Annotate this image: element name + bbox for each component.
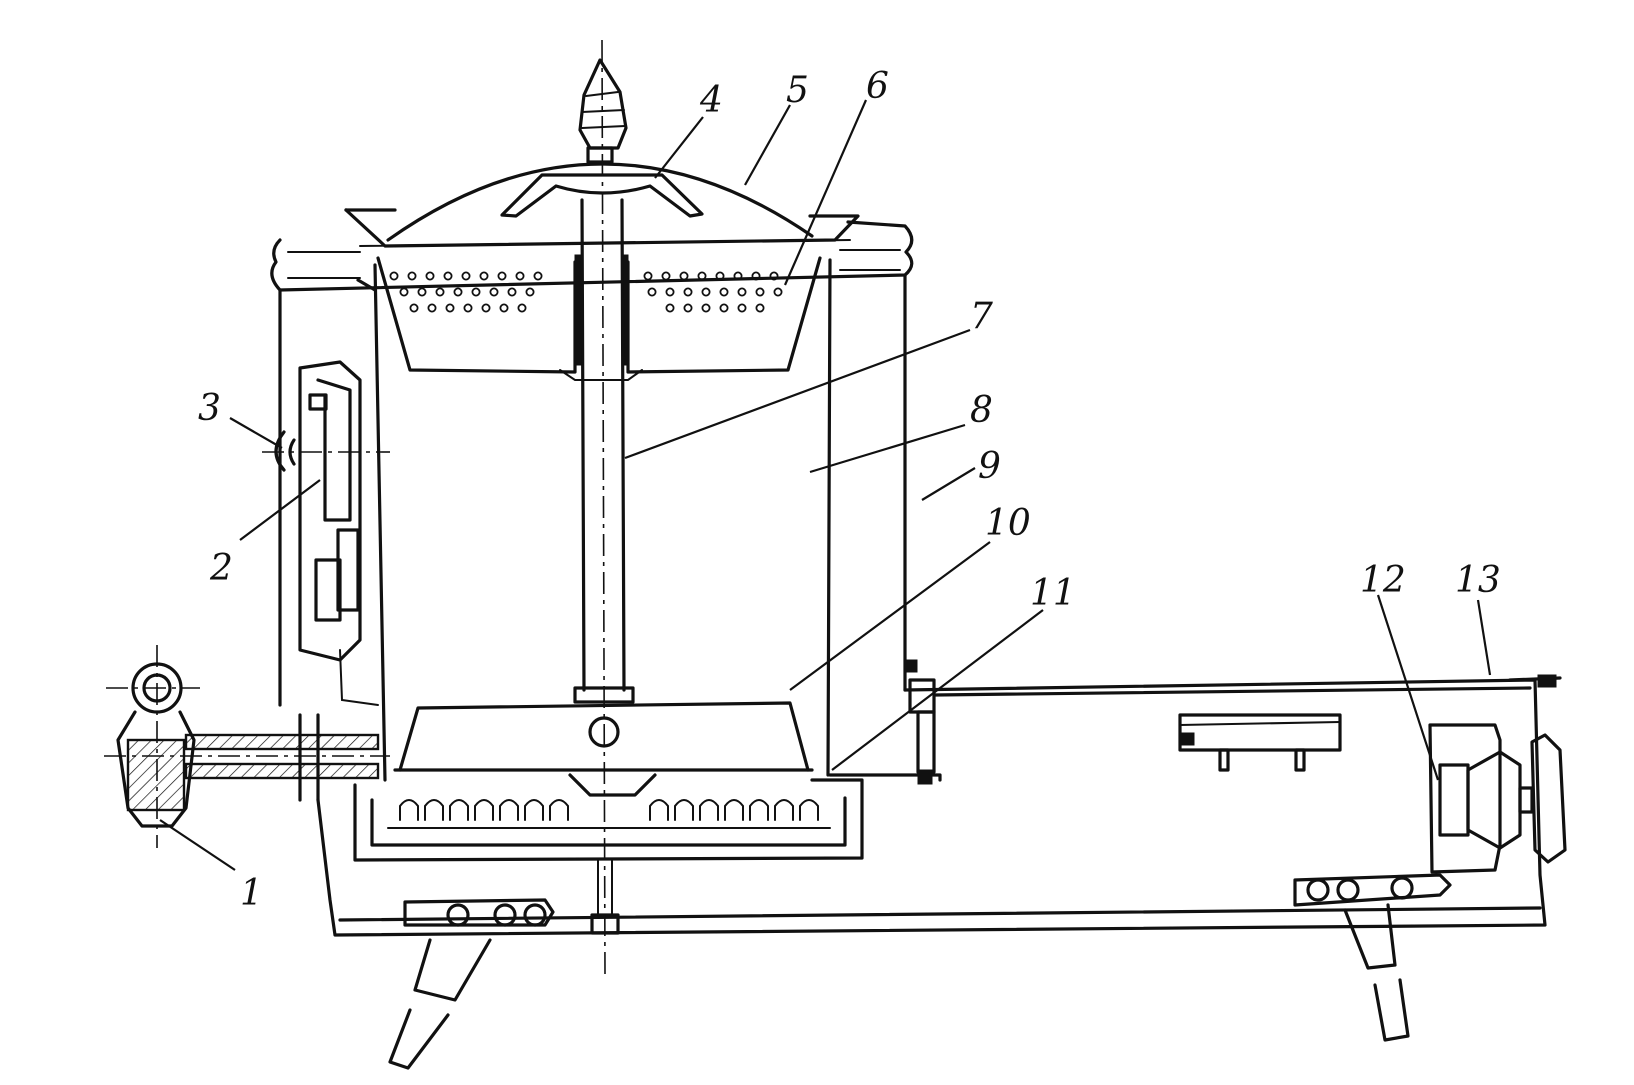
motor-housing-base (316, 674, 1562, 937)
basket-hole (661, 271, 671, 281)
heater-coil (649, 799, 669, 821)
leader-lines (159, 99, 1492, 871)
basket-hole (719, 287, 729, 297)
basket-hole (679, 271, 689, 281)
basket-hole (463, 303, 473, 313)
basket-hole (701, 287, 711, 297)
basket-hole (517, 303, 527, 313)
perforated-basket (376, 254, 822, 381)
basket-hole (407, 271, 417, 281)
basket-hole (701, 303, 711, 313)
basket-hole (435, 287, 445, 297)
right-leg (1293, 873, 1452, 1042)
basket-hole (445, 303, 455, 313)
basket-hole (647, 287, 657, 297)
basket-hole (489, 287, 499, 297)
callout-12: 12 (1360, 560, 1406, 601)
callout-2: 2 (209, 548, 233, 589)
basket-hole (751, 271, 761, 281)
basket-hole (737, 303, 747, 313)
callout-10: 10 (985, 503, 1031, 544)
callout-labels: 1 2 3 4 5 6 7 8 9 10 11 12 13 (198, 66, 1501, 914)
center-axis-lines (104, 39, 606, 976)
basket-hole (683, 287, 693, 297)
basket-hole (683, 303, 693, 313)
basket-hole (479, 271, 489, 281)
heater-coil (449, 799, 469, 821)
heater-coil (549, 799, 569, 821)
mounting-bracket (1178, 713, 1342, 772)
drain-pipe (184, 713, 380, 802)
basket-hole (533, 271, 543, 281)
callout-3: 3 (198, 388, 221, 429)
basket-hole (453, 287, 463, 297)
callout-5: 5 (786, 70, 809, 111)
lid (344, 162, 860, 248)
basket-hole (525, 287, 535, 297)
heater-coil (399, 799, 419, 821)
basket-hole (443, 271, 453, 281)
callout-4: 4 (699, 80, 723, 121)
callout-6: 6 (866, 66, 889, 107)
heater-coil (674, 799, 694, 821)
basket-hole (665, 303, 675, 313)
callout-7: 7 (970, 296, 993, 337)
basket-hole (427, 303, 437, 313)
heater-coil (524, 799, 544, 821)
callout-8: 8 (970, 390, 993, 431)
heater-coil (774, 799, 794, 821)
basket-hole (389, 271, 399, 281)
heater-coil (474, 799, 494, 821)
agitator-cap (500, 173, 704, 218)
outer-housing (270, 220, 914, 707)
basket-hole (755, 287, 765, 297)
basket-hole (737, 287, 747, 297)
callout-11: 11 (1030, 573, 1076, 614)
basket-hole (733, 271, 743, 281)
basket-hole (715, 271, 725, 281)
basket-holes (389, 271, 783, 313)
heater-coils (399, 799, 819, 821)
basket-hole (425, 271, 435, 281)
basket-hole (461, 271, 471, 281)
basket-hole (399, 287, 409, 297)
outlet-clamp (904, 659, 936, 785)
basket-hole (755, 303, 765, 313)
callout-1: 1 (240, 873, 263, 914)
motor-pulley (1428, 723, 1567, 874)
basket-hole (697, 271, 707, 281)
heater-coil (749, 799, 769, 821)
basket-hole (497, 271, 507, 281)
heater-coil (799, 799, 819, 821)
basket-hole (409, 303, 419, 313)
heating-element-tray (353, 773, 864, 862)
left-leg (388, 898, 555, 1070)
heater-coil (699, 799, 719, 821)
basket-hole (515, 271, 525, 281)
heater-coil (499, 799, 519, 821)
basket-hole (499, 303, 509, 313)
heater-coil (724, 799, 744, 821)
control-panel (298, 360, 379, 706)
callout-13: 13 (1455, 560, 1501, 601)
callout-9: 9 (978, 446, 1001, 487)
basket-hole (769, 271, 779, 281)
heater-coil (424, 799, 444, 821)
inner-tub (356, 258, 832, 782)
basket-hole (481, 303, 491, 313)
basket-hole (507, 287, 517, 297)
basket-hole (471, 287, 481, 297)
basket-hole (719, 303, 729, 313)
basket-hole (417, 287, 427, 297)
basket-hole (643, 271, 653, 281)
basket-hole (773, 287, 783, 297)
basket-hole (665, 287, 675, 297)
